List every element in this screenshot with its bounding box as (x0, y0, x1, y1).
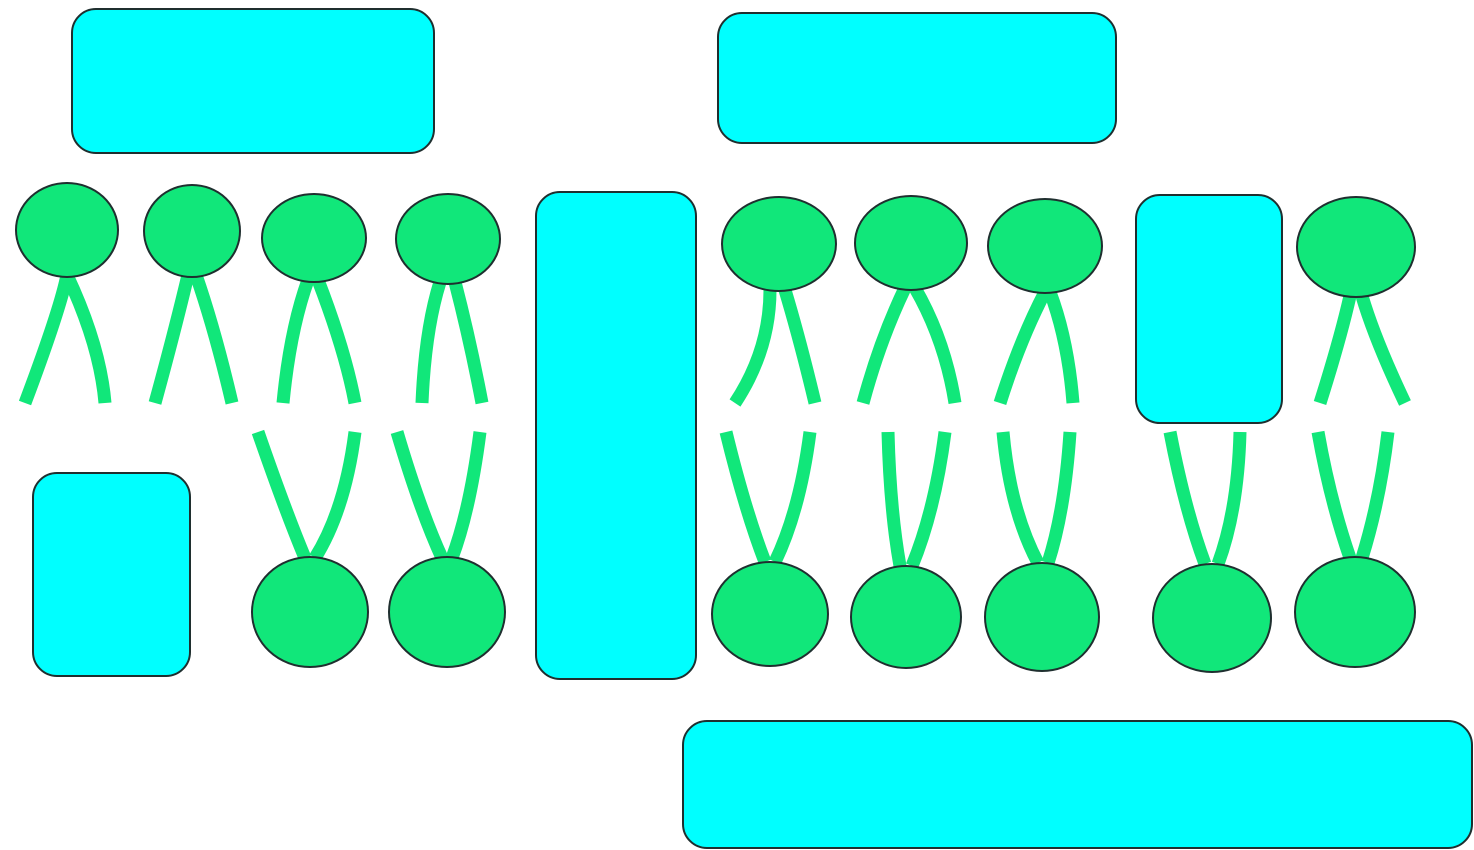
upper-phospholipid (261, 193, 367, 405)
fatty-acid-tail (148, 273, 195, 405)
phosphate-head (721, 196, 837, 292)
phosphate-head (395, 193, 501, 285)
transmembrane-protein-center (535, 191, 697, 680)
upper-phospholipid (854, 195, 968, 405)
peripheral-protein-top-left (71, 8, 435, 154)
fatty-acid-tail (1355, 431, 1395, 560)
phosphate-head (854, 195, 968, 291)
fatty-acid-tail (719, 430, 772, 565)
fatty-acid-tail (390, 430, 448, 561)
fatty-acid-tail (18, 273, 74, 406)
fatty-acid-tail (993, 288, 1051, 405)
upper-phospholipid (987, 198, 1103, 405)
phosphate-head (987, 198, 1103, 294)
phosphate-head (1294, 556, 1416, 668)
upper-leaflet (15, 182, 1416, 407)
fatty-acid-tail (778, 288, 822, 405)
fatty-acid-tail (309, 431, 362, 562)
fatty-acid-tail (1043, 289, 1080, 404)
peripheral-protein-lower-left (32, 472, 191, 677)
upper-phospholipid (15, 182, 119, 406)
fatty-acid-tail (881, 431, 907, 568)
lower-phospholipid (1152, 430, 1272, 673)
phosphate-head (143, 184, 241, 278)
fatty-acid-tail (61, 272, 112, 404)
fatty-acid-tail (445, 431, 487, 561)
fatty-acid-tail (1163, 430, 1212, 567)
fatty-acid-tail (276, 277, 315, 404)
upper-phospholipid (721, 196, 837, 407)
phosphate-head (711, 561, 829, 667)
fatty-acid-tail (856, 285, 911, 405)
fatty-acid-tail (1211, 431, 1247, 567)
fatty-acid-tail (905, 431, 952, 569)
phosphate-head (15, 182, 119, 278)
fatty-acid-tail (729, 289, 777, 407)
membrane-proteins (32, 8, 1473, 849)
fatty-acid-tail (996, 431, 1044, 567)
lower-phospholipid (1294, 430, 1416, 668)
lower-phospholipid (850, 431, 962, 669)
fatty-acid-tail (415, 280, 447, 404)
phosphate-head (251, 556, 369, 668)
fatty-acid-tail (769, 431, 817, 565)
fatty-acid-tail (448, 280, 489, 405)
fatty-acid-tail (909, 284, 962, 405)
fatty-acid-tail (189, 272, 239, 405)
peripheral-protein-bottom (682, 720, 1473, 849)
phosphate-head (1296, 196, 1416, 298)
fatty-acid-tail (1311, 430, 1357, 561)
lower-phospholipid (251, 429, 369, 668)
integral-protein-upper-right (1135, 194, 1283, 424)
fatty-acid-tail (1041, 431, 1077, 565)
fatty-acid-tail (251, 429, 312, 561)
fatty-acid-tail (1313, 294, 1357, 405)
phosphate-head (1152, 563, 1272, 673)
phosphate-head (850, 565, 962, 669)
phosphate-head (984, 562, 1100, 672)
lower-phospholipid (388, 430, 506, 668)
fatty-acid-tail (1355, 294, 1411, 406)
upper-phospholipid (1296, 196, 1416, 406)
lower-leaflet (251, 429, 1416, 673)
lower-phospholipid (984, 431, 1100, 672)
phosphate-head (388, 556, 506, 668)
lower-phospholipid (711, 430, 829, 667)
upper-phospholipid (143, 184, 241, 405)
phosphate-head (261, 193, 367, 283)
fatty-acid-tail (311, 277, 362, 405)
peripheral-protein-top-right (717, 12, 1117, 144)
upper-phospholipid (395, 193, 501, 405)
